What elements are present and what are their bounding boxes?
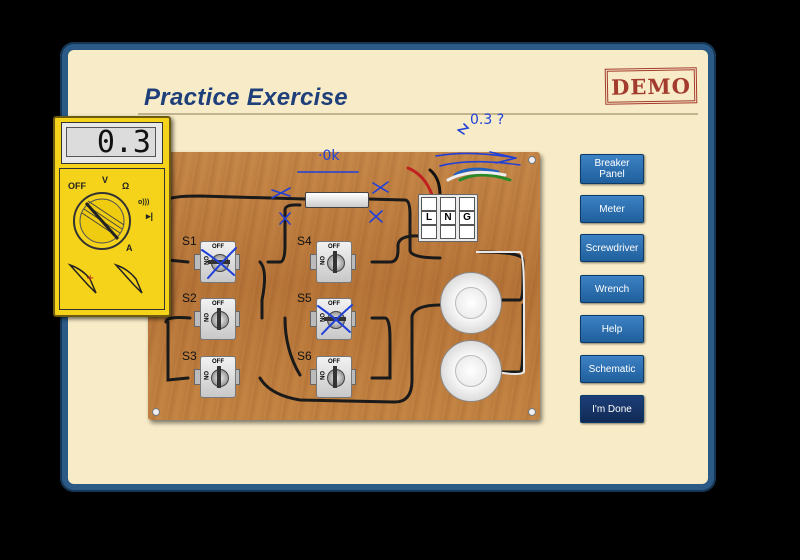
switch-off-label: OFF (328, 301, 340, 307)
switch-off-label: OFF (328, 244, 340, 250)
switch-off-label: OFF (212, 359, 224, 365)
title-divider (138, 113, 698, 115)
junction-box[interactable]: L N G (418, 194, 478, 242)
screwdriver-button[interactable]: Screwdriver (580, 234, 644, 262)
switch-toggle[interactable] (217, 366, 221, 388)
terminal-top-1[interactable] (421, 197, 437, 211)
meter-display: 0.3 (66, 127, 156, 158)
annotation-ok: ·0k (318, 148, 340, 164)
terminal-neutral[interactable]: N (440, 211, 456, 225)
dial-amps-label: A (126, 243, 133, 253)
switch-label-s4: S4 (297, 234, 312, 248)
annotation-reading: 0.3 ? (470, 112, 505, 128)
terminal-bottom-1[interactable] (421, 225, 437, 239)
switch-toggle[interactable] (217, 308, 221, 330)
switch-off-label: OFF (212, 301, 224, 307)
board-screw (528, 408, 536, 416)
terminal-top-3[interactable] (459, 197, 475, 211)
switch-s3[interactable]: OFF ON (194, 356, 240, 398)
switch-on-label: ON (318, 313, 324, 322)
dial-continuity-label: o))) (138, 199, 150, 206)
fuse[interactable] (305, 192, 369, 208)
lamp-2[interactable] (440, 340, 502, 402)
switch-on-label: ON (318, 256, 324, 265)
wrench-button[interactable]: Wrench (580, 275, 644, 303)
switch-toggle[interactable] (333, 251, 337, 273)
switch-plate: OFF ON (316, 241, 352, 283)
dial-volts-label: V (102, 175, 109, 185)
switch-on-label: ON (202, 371, 208, 380)
meter-face: OFF V Ω o))) ▸| A + (59, 168, 165, 310)
meter-display-frame: 0.3 (61, 122, 163, 164)
switch-off-label: OFF (212, 244, 224, 250)
switch-s2[interactable]: OFF ON (194, 298, 240, 340)
switch-label-s5: S5 (297, 291, 312, 305)
page-title: Practice Exercise (144, 84, 348, 111)
switch-toggle[interactable] (333, 366, 337, 388)
dial-diode-label: ▸| (146, 211, 154, 221)
help-button[interactable]: Help (580, 315, 644, 343)
terminal-bottom-3[interactable] (459, 225, 475, 239)
switch-on-label: ON (318, 371, 324, 380)
terminal-ground[interactable]: G (459, 211, 475, 225)
terminal-bottom-2[interactable] (440, 225, 456, 239)
lamp-bulb (455, 287, 487, 319)
terminal-line[interactable]: L (421, 211, 437, 225)
meter-probes[interactable]: + (60, 169, 164, 309)
done-button[interactable]: I'm Done (580, 395, 644, 423)
lamp-bulb (455, 355, 487, 387)
switch-plate: OFF ON (200, 298, 236, 340)
dial-off-label: OFF (68, 181, 86, 191)
switch-label-s3: S3 (182, 349, 197, 363)
switch-plate: OFF ON (316, 356, 352, 398)
switch-off-label: OFF (328, 359, 340, 365)
probe-plus-marker: + (86, 273, 94, 284)
lamp-1[interactable] (440, 272, 502, 334)
meter-button[interactable]: Meter (580, 195, 644, 223)
switch-label-s6: S6 (297, 349, 312, 363)
dial-ohms-label: Ω (122, 181, 130, 191)
breaker-panel-button[interactable]: Breaker Panel (580, 154, 644, 184)
board-screw (152, 408, 160, 416)
switch-plate: OFF ON (200, 241, 236, 283)
multimeter[interactable]: 0.3 OFF V Ω o))) ▸| A + (53, 116, 171, 317)
board-screw (528, 156, 536, 164)
switch-s4[interactable]: OFF ON (310, 241, 356, 283)
meter-dial[interactable] (60, 169, 164, 309)
schematic-button[interactable]: Schematic (580, 355, 644, 383)
switch-label-s2: S2 (182, 291, 197, 305)
terminal-top-2[interactable] (440, 197, 456, 211)
switch-label-s1: S1 (182, 234, 197, 248)
switch-on-label: ON (202, 313, 208, 322)
switch-s1[interactable]: OFF ON (194, 241, 240, 283)
switch-on-label: ON (202, 256, 208, 265)
switch-s6[interactable]: OFF ON (310, 356, 356, 398)
switch-plate: OFF ON (200, 356, 236, 398)
